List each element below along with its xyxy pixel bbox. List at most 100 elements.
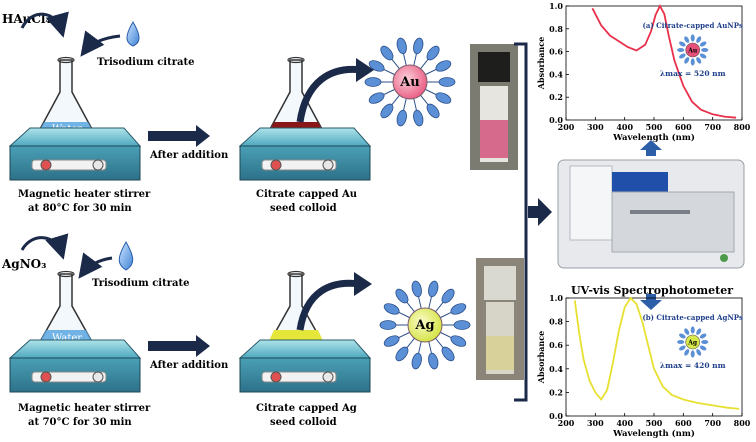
colloid-label-bottom-line1: Citrate capped Ag	[256, 403, 357, 414]
au-chart-inset-petal	[690, 34, 695, 42]
ag-chart-y-tick-label: 0.8	[549, 317, 563, 327]
ag-chart-inset-petal	[690, 350, 695, 358]
au-chart-x-tick-label: 700	[704, 122, 721, 132]
ag-chart-inset-petal	[699, 345, 707, 351]
ag-chart-x-axis-label: Wavelength (nm)	[612, 428, 695, 438]
uv-vis-spectrophotometer	[557, 159, 745, 269]
au-particle-petal	[435, 60, 452, 72]
au-chart-inset-petal	[696, 36, 702, 43]
au-chart-inset-core	[685, 42, 701, 58]
ag-particle-petal	[450, 335, 467, 347]
colloid-label-bottom-line2: seed colloid	[270, 417, 337, 428]
ag-chart-x-tick-label: 200	[558, 418, 575, 428]
ag-chart-inset-petal	[690, 326, 695, 334]
ag-chart-inset-petal	[684, 349, 690, 356]
ag-particle-petal	[453, 320, 471, 330]
au-chart-x-tick-label: 800	[734, 122, 751, 132]
stirrer-label-bottom-line2: at 70°C for 30 min	[28, 417, 132, 428]
ag-chart-y-tick-label: 0.0	[549, 411, 563, 421]
au-chart-inset-petal	[684, 36, 690, 43]
au-chart-spectrum-line	[591, 4, 737, 119]
instrument-label: UV-vis Spectrophotometer	[571, 284, 733, 297]
ag-particle-petal	[441, 346, 455, 362]
ag-chart-inset-petal	[699, 333, 707, 339]
ag-chart-x-tick-label: 600	[675, 418, 692, 428]
precursor-curved-arrow-icon	[20, 11, 69, 38]
after-addition-label-bottom: After addition	[149, 360, 229, 371]
au-chart-y-tick-label: 0.6	[549, 47, 563, 57]
au-colloid-vial-photo	[470, 44, 518, 170]
ag-particle-petal	[411, 352, 422, 370]
ag-chart-y-tick-label: 0.4	[549, 364, 563, 374]
au-particle-petal	[396, 37, 407, 55]
ag-particle-petal	[450, 303, 467, 315]
citrate-label-top: Trisodium citrate	[97, 57, 194, 68]
colloid-label-top-line2: seed colloid	[270, 203, 337, 214]
au-chart-inset-label: Au	[687, 48, 698, 55]
after-addition-arrow-bottom	[148, 335, 210, 357]
ag-chart-y-tick-label: 0.2	[549, 387, 563, 397]
ag-particle-petal	[383, 303, 400, 315]
after-addition-arrow-top	[148, 125, 210, 147]
ag-chart-lambda-label: λmax = 420 nm	[660, 361, 726, 370]
citrate-capped-au-particle	[364, 37, 456, 127]
ag-chart-inset-label: Ag	[687, 340, 698, 347]
au-chart-inset-petal	[701, 48, 709, 52]
ag-chart-inset-petal	[684, 328, 690, 335]
citrate-capped-ag-particle	[379, 280, 471, 370]
citrate-drop-icon	[126, 21, 140, 47]
ag-chart-spectrum-line	[573, 296, 740, 410]
precursor-curved-arrow-icon-2	[20, 233, 69, 260]
magnetic-stirrer-top	[8, 127, 142, 181]
flask-water-label-bottom: Water	[52, 333, 82, 344]
au-chart-x-tick-label: 300	[587, 122, 604, 132]
colloid-label-top-line1: Citrate capped Au	[256, 189, 357, 200]
ag-particle-petal	[441, 288, 455, 304]
au-chart-x-axis-label: Wavelength (nm)	[612, 132, 695, 143]
au-chart-inset-petal	[677, 48, 685, 52]
ag-chart-x-tick-label: 500	[646, 418, 663, 428]
au-chart-inset-petal	[679, 53, 686, 59]
au-chart-y-tick-label: 0.0	[549, 115, 563, 125]
au-particle-petal	[438, 77, 456, 87]
au-chart-y-tick-label: 0.2	[549, 92, 563, 102]
ag-chart-y-axis-label: Absorbance	[536, 331, 546, 384]
bracket-arrow	[528, 198, 552, 226]
au-chart-inset-particle: Au	[677, 34, 709, 66]
au-chart-inset-petal	[699, 41, 707, 47]
ag-chart-y-tick-label: 0.6	[549, 340, 563, 350]
ag-chart-inset-petal	[677, 340, 685, 344]
ag-colloid-vial-photo	[476, 258, 524, 380]
au-chart-inset-petal	[684, 57, 690, 64]
ag-particle-petal	[379, 320, 397, 330]
au-chart-y-axis-label: Absorbance	[536, 37, 546, 90]
au-chart-lambda-label: λmax = 520 nm	[660, 69, 726, 78]
ag-particle-petal	[395, 346, 409, 362]
au-particle-petal	[435, 92, 452, 104]
au-chart-y-tick-label: 0.8	[549, 24, 563, 34]
au-chart-x-tick-label: 500	[646, 122, 663, 132]
au-particle-petal	[368, 60, 385, 72]
ag-chart-x-tick-label: 300	[587, 418, 604, 428]
magnetic-stirrer-bottom	[8, 339, 142, 393]
ag-particle-petal	[428, 352, 439, 370]
ag-chart-x-tick-label: 700	[704, 418, 721, 428]
au-particle-petal	[396, 109, 407, 127]
ag-chart-x-tick-label: 800	[734, 418, 751, 428]
silver-precursor-label: AgNO₃	[1, 257, 46, 271]
au-chart-y-tick-label: 0.4	[549, 69, 563, 79]
citrate-curved-arrow-icon-2	[78, 252, 113, 279]
au-particle-core	[392, 64, 428, 100]
ag-chart-inset-particle: Ag	[677, 326, 709, 358]
citrate-drop-icon-2	[118, 240, 134, 271]
stirrer-label-top-line1: Magnetic heater stirrer	[18, 189, 151, 200]
ag-chart-inset-petal	[679, 345, 686, 351]
au-particle-petal	[380, 45, 394, 61]
au-particle-petal	[426, 45, 440, 61]
ag-particle-petal	[411, 280, 422, 298]
curved-arrow-to-ag-particle	[296, 279, 361, 331]
au-particle-petal	[413, 109, 424, 127]
